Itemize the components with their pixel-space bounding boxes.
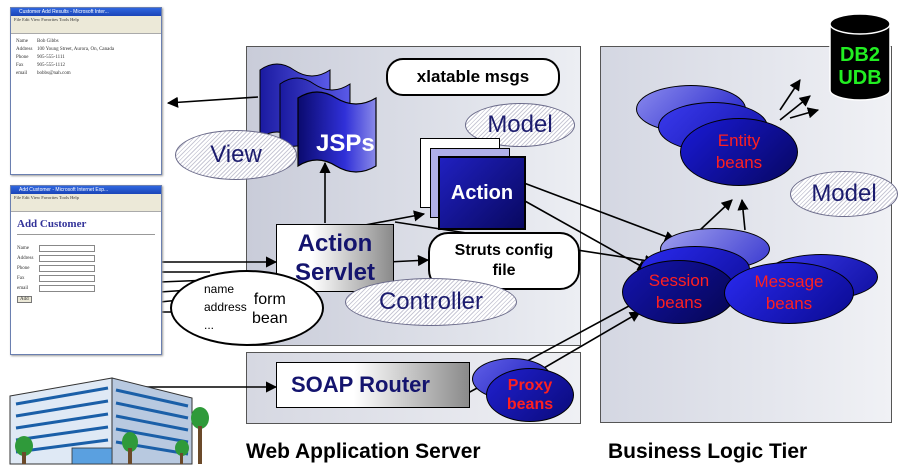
db2-line2: UDB [838, 67, 882, 89]
form-input[interactable] [39, 264, 95, 272]
form-label: Phone [17, 265, 30, 271]
entity-line1: Entity [717, 131, 761, 150]
soap-router-box: SOAP Router [276, 362, 470, 408]
model-label-business: Model [790, 171, 898, 217]
session-beans-ellipse: Session beans [622, 260, 736, 324]
jsp-stack [259, 63, 377, 173]
customer-results-browser-window: Customer Add Results - Microsoft Inter..… [10, 7, 162, 175]
form-label: Name [17, 245, 29, 251]
action-servlet-line2: Servlet [294, 259, 376, 286]
add-customer-browser-window: Add Customer - Microsoft Internet Exp...… [10, 185, 162, 355]
form-bean-line2: bean [252, 310, 288, 327]
field-value: 100 Young Street, Aurora, On, Canada [37, 47, 115, 52]
session-line2: beans [655, 293, 703, 312]
action-servlet-box: Action Servlet [276, 224, 394, 292]
form-bean-ellipse [170, 270, 324, 346]
form-input[interactable] [39, 244, 95, 252]
struts-config-line1: Struts config [454, 242, 554, 259]
office-building-icon [9, 377, 209, 465]
field-label: Phone [16, 55, 29, 60]
jsps-label: JSPs [316, 130, 375, 157]
field-value: bobbs@nah.com [37, 71, 71, 76]
message-beans-ellipse: Message beans [724, 262, 854, 324]
window-title: Add Customer - Microsoft Internet Exp... [11, 186, 161, 194]
form-bean-fields: name address ... [204, 280, 247, 334]
field-label: email [16, 71, 28, 76]
field-label: Fax [16, 63, 24, 68]
form-bean-field: name [204, 282, 235, 296]
add-button[interactable]: Add [17, 296, 32, 303]
view-label: View [175, 130, 297, 180]
message-line1: Message [754, 272, 824, 291]
window-toolbar [11, 201, 161, 212]
form-label: Fax [17, 275, 25, 281]
form-bean-field: address [204, 300, 247, 314]
field-value: 905-555-1111 [37, 55, 65, 60]
form-heading: Add Customer [17, 218, 87, 230]
form-bean-field: ... [204, 318, 215, 332]
window-title: Customer Add Results - Microsoft Inter..… [11, 8, 161, 16]
customer-detail-list: Name Bob Gibbs Address 100 Young Street, A… [11, 34, 161, 82]
action-label: Action [450, 181, 514, 204]
db2-cylinder [829, 13, 891, 101]
field-value: Bob Gibbs [37, 39, 59, 44]
proxy-line2: beans [506, 396, 554, 413]
add-customer-form: Name Address Phone Fax email Add [11, 243, 161, 303]
entity-line2: beans [715, 153, 763, 172]
form-label: email [17, 285, 29, 291]
db2-line1: DB2 [839, 44, 880, 66]
db2-label: DB2 UDB [828, 44, 892, 90]
form-input[interactable] [39, 254, 95, 262]
form-label: Address [17, 255, 34, 261]
form-input[interactable] [39, 284, 95, 292]
web-application-server-title: Web Application Server [246, 440, 481, 463]
window-menu: File Edit View Favorites Tools Help [11, 194, 161, 201]
message-line2: beans [765, 294, 813, 313]
action-servlet-line1: Action [297, 230, 373, 257]
proxy-beans-ellipse: Proxy beans [486, 368, 574, 422]
struts-config-line2: file [492, 262, 516, 279]
form-input[interactable] [39, 274, 95, 282]
form-bean-line1: form [253, 291, 286, 308]
controller-label: Controller [345, 278, 517, 326]
field-label: Address [16, 47, 33, 52]
field-value: 905-555-1112 [37, 63, 65, 68]
entity-beans-ellipse: Entity beans [680, 118, 798, 186]
xlatable-msgs-pill: xlatable msgs [386, 58, 560, 96]
field-label: Name [16, 39, 28, 44]
proxy-line1: Proxy [507, 377, 553, 394]
action-box: Action [438, 156, 526, 230]
soap-router-label: SOAP Router [291, 372, 430, 397]
business-logic-tier-title: Business Logic Tier [608, 440, 808, 463]
session-line1: Session [648, 271, 710, 290]
window-menu: File Edit View Favorites Tools Help [11, 16, 161, 23]
form-bean-title: form bean [252, 290, 288, 328]
window-toolbar [11, 23, 161, 34]
